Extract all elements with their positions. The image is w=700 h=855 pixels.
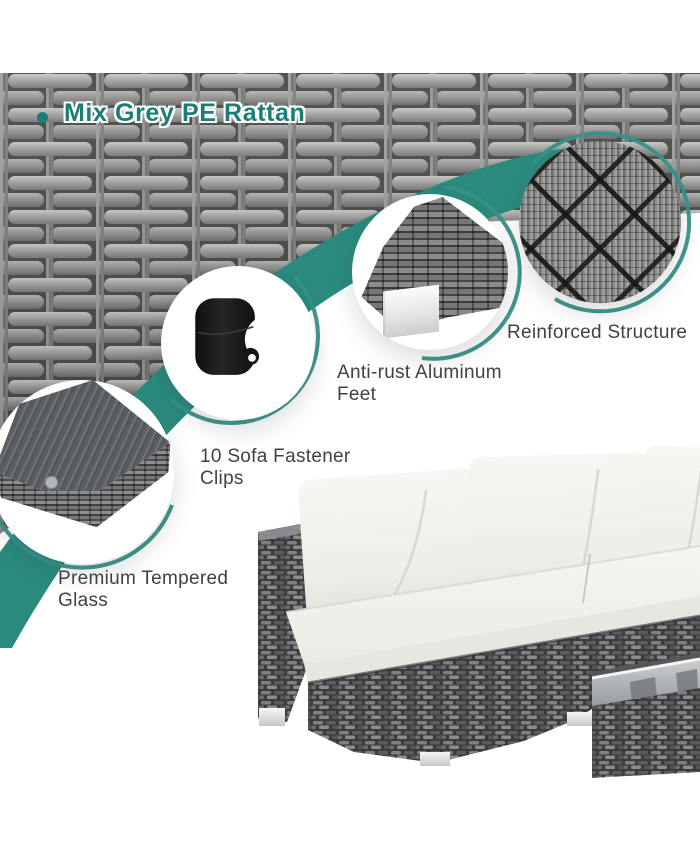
fastener-clip-photo [161, 266, 315, 420]
feature-label-sofa-fastener-clips: 10 Sofa Fastener Clips [200, 446, 351, 490]
reinforced-mesh-texture [519, 141, 681, 303]
sofa-product-photo [258, 445, 700, 778]
aluminum-foot [383, 284, 440, 338]
feature-label-premium-tempered-glass: Premium Tempered Glass [58, 568, 229, 612]
coffee-table [591, 653, 700, 778]
bullet-dot [37, 112, 48, 123]
feature-label-reinforced-structure: Reinforced Structure [507, 322, 688, 343]
headline-mix-grey-pe-rattan: Mix Grey PE Rattan [64, 99, 306, 127]
sofa-rattan-base [307, 614, 700, 763]
sofa-aluminum-feet [259, 708, 593, 766]
feature-label-anti-rust-aluminum-feet: Anti-rust Aluminum Feet [337, 362, 502, 406]
reinforced-structure-photo [519, 141, 681, 303]
clip-icon [195, 298, 269, 375]
aluminum-feet-photo [352, 194, 508, 350]
